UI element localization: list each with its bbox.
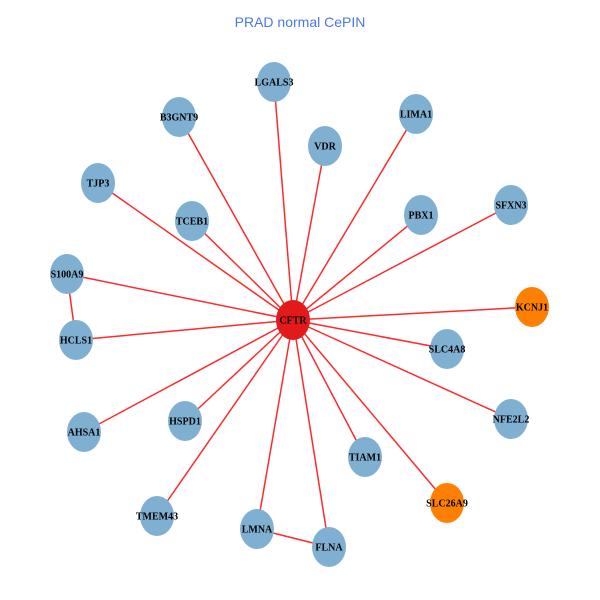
node-label: SLC4A8 bbox=[429, 345, 466, 356]
node-lmna[interactable]: LMNA bbox=[240, 509, 274, 549]
node-label: HSPD1 bbox=[169, 417, 201, 428]
node-circle bbox=[59, 320, 93, 360]
node-label: TMEM43 bbox=[136, 512, 178, 523]
node-label: SFXN3 bbox=[495, 201, 526, 212]
node-circle bbox=[312, 527, 346, 567]
node-lgals3[interactable]: LGALS3 bbox=[255, 62, 294, 102]
node-tjp3[interactable]: TJP3 bbox=[81, 163, 115, 203]
node-slc4a8[interactable]: SLC4A8 bbox=[429, 329, 466, 369]
node-hcls1[interactable]: HCLS1 bbox=[59, 320, 93, 360]
node-label: FLNA bbox=[315, 543, 343, 554]
edge-cftr-b3gnt9 bbox=[178, 116, 294, 321]
node-circle bbox=[430, 329, 464, 369]
edge-cftr-slc26a9 bbox=[292, 319, 448, 504]
node-circle bbox=[257, 62, 291, 102]
node-label: TCEB1 bbox=[176, 217, 208, 228]
node-label: LMNA bbox=[242, 525, 273, 536]
node-label: LIMA1 bbox=[400, 110, 432, 121]
edge-cftr-kcnj1 bbox=[292, 306, 533, 321]
edge-cftr-nfe2l2 bbox=[292, 319, 512, 420]
edge-cftr-vdr bbox=[292, 145, 326, 321]
node-circle bbox=[240, 509, 274, 549]
node-cftr[interactable]: CFTR bbox=[276, 300, 310, 340]
node-kcnj1[interactable]: KCNJ1 bbox=[515, 287, 549, 327]
edge-cftr-sfxn3 bbox=[292, 204, 512, 321]
node-vdr[interactable]: VDR bbox=[308, 126, 342, 166]
node-circle bbox=[81, 163, 115, 203]
node-s100a9[interactable]: S100A9 bbox=[50, 254, 84, 294]
node-circle bbox=[348, 437, 382, 477]
node-label: HCLS1 bbox=[60, 336, 92, 347]
node-circle bbox=[140, 496, 174, 536]
node-label: LGALS3 bbox=[255, 78, 294, 89]
edge-cftr-hspd1 bbox=[184, 319, 294, 422]
node-lima1[interactable]: LIMA1 bbox=[399, 94, 433, 134]
node-hspd1[interactable]: HSPD1 bbox=[168, 401, 202, 441]
node-b3gnt9[interactable]: B3GNT9 bbox=[160, 97, 198, 137]
edge-cftr-pbx1 bbox=[292, 214, 422, 321]
node-label: VDR bbox=[314, 142, 336, 153]
node-label: TIAM1 bbox=[349, 453, 381, 464]
figure-title: PRAD normal CePIN bbox=[234, 14, 366, 30]
node-circle bbox=[162, 97, 196, 137]
node-ahsa1[interactable]: AHSA1 bbox=[67, 412, 101, 452]
node-circle bbox=[494, 399, 528, 439]
node-tiam1[interactable]: TIAM1 bbox=[348, 437, 382, 477]
edge-cftr-slc4a8 bbox=[292, 319, 448, 350]
node-label: B3GNT9 bbox=[160, 113, 198, 124]
node-slc26a9[interactable]: SLC26A9 bbox=[426, 483, 468, 523]
node-circle bbox=[175, 201, 209, 241]
node-pbx1[interactable]: PBX1 bbox=[404, 195, 438, 235]
node-circle bbox=[399, 94, 433, 134]
node-label: NFE2L2 bbox=[493, 415, 530, 426]
edge-cftr-flna bbox=[292, 319, 330, 548]
node-flna[interactable]: FLNA bbox=[312, 527, 346, 567]
node-circle bbox=[430, 483, 464, 523]
node-circle bbox=[168, 401, 202, 441]
node-label: CFTR bbox=[279, 316, 307, 327]
edge-cftr-s100a9 bbox=[66, 273, 294, 321]
node-tmem43[interactable]: TMEM43 bbox=[136, 496, 178, 536]
node-label: S100A9 bbox=[51, 270, 84, 281]
node-label: AHSA1 bbox=[68, 428, 101, 439]
node-circle bbox=[494, 185, 528, 225]
node-circle bbox=[308, 126, 342, 166]
edge-cftr-lima1 bbox=[292, 113, 417, 321]
node-nfe2l2[interactable]: NFE2L2 bbox=[493, 399, 530, 439]
node-circle bbox=[67, 412, 101, 452]
edge-cftr-ahsa1 bbox=[83, 319, 294, 433]
node-label: SLC26A9 bbox=[426, 499, 468, 510]
node-sfxn3[interactable]: SFXN3 bbox=[494, 185, 528, 225]
node-circle bbox=[50, 254, 84, 294]
edge-cftr-tiam1 bbox=[292, 319, 366, 458]
node-circle bbox=[276, 300, 310, 340]
edge-cftr-hcls1 bbox=[75, 319, 294, 341]
node-circle bbox=[404, 195, 438, 235]
edge-cftr-tmem43 bbox=[156, 319, 294, 517]
edge-cftr-tceb1 bbox=[191, 220, 294, 321]
edge-cftr-lgals3 bbox=[273, 81, 294, 321]
node-tceb1[interactable]: TCEB1 bbox=[175, 201, 209, 241]
node-circle bbox=[515, 287, 549, 327]
edge-cftr-lmna bbox=[256, 319, 294, 530]
node-label: KCNJ1 bbox=[516, 303, 548, 314]
edge-cftr-tjp3 bbox=[97, 182, 294, 321]
node-label: PBX1 bbox=[409, 211, 434, 222]
node-label: TJP3 bbox=[87, 179, 110, 190]
